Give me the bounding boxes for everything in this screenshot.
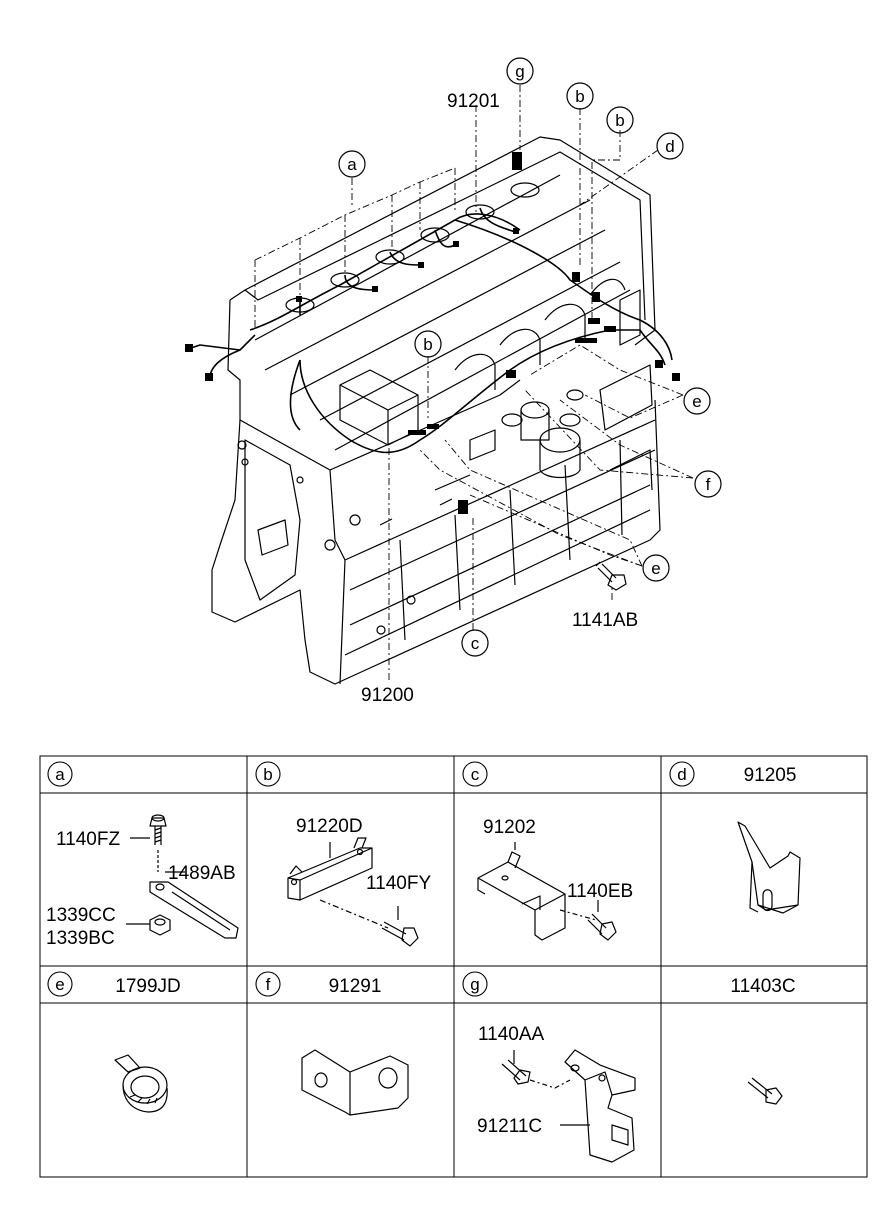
clip-91205-drawing	[737, 821, 801, 914]
legend-title-11403c: 11403C	[730, 976, 795, 997]
legend-table	[39, 755, 868, 1178]
label-91220d: 91220D	[296, 816, 363, 837]
label-91202: 91202	[483, 817, 536, 838]
legend-letter-b: b	[263, 765, 272, 784]
callout-f: f	[706, 475, 711, 494]
bolt-1141ab	[595, 561, 627, 591]
bracket-91220d-drawing	[287, 837, 389, 929]
bolt-1140fz-drawing	[130, 814, 167, 872]
callout-a: a	[347, 155, 357, 174]
engine-block	[211, 136, 661, 685]
callout-b-middle: b	[423, 335, 432, 354]
bracket-91291-drawing	[301, 1049, 409, 1116]
band-clamp-1799jd-drawing	[114, 1054, 168, 1113]
callout-e-upper: e	[692, 392, 701, 411]
part-number-1141ab: 1141AB	[572, 610, 638, 631]
legend-letter-f: f	[266, 975, 271, 994]
callout-c: c	[471, 634, 480, 653]
legend-title-f: 91291	[329, 976, 382, 997]
harness-connectors	[185, 152, 680, 514]
label-1339bc: 1339BC	[46, 928, 115, 949]
legend-letter-g: g	[470, 975, 479, 994]
clip-91211c-drawing	[560, 1049, 636, 1163]
part-number-91200: 91200	[361, 685, 414, 706]
label-1140aa: 1140AA	[478, 1024, 545, 1045]
callout-b-top-1: b	[575, 87, 584, 106]
legend-title-d: 91205	[744, 765, 797, 786]
bolt-1140eb-drawing	[587, 900, 617, 941]
label-1339cc: 1339CC	[46, 905, 116, 926]
legend-letter-c: c	[471, 765, 480, 784]
callout-b-top-2: b	[615, 111, 624, 130]
part-number-91201: 91201	[447, 91, 500, 112]
callout-g: g	[515, 62, 524, 81]
nut-1339-drawing	[126, 914, 171, 936]
label-1140eb: 1140EB	[567, 881, 633, 902]
legend-letter-d: d	[677, 765, 686, 784]
legend-title-e: 1799JD	[115, 976, 181, 997]
label-91211c: 91211C	[477, 1116, 542, 1137]
callout-d: d	[665, 137, 674, 156]
bolt-11403c-drawing	[747, 1077, 783, 1105]
legend-letter-a: a	[55, 765, 65, 784]
legend-letter-e: e	[55, 975, 64, 994]
bracket-91202-drawing	[477, 842, 597, 941]
bolt-1140aa-drawing	[501, 1050, 571, 1089]
strap-1489ab-drawing	[149, 871, 239, 939]
label-1140fy: 1140FY	[366, 873, 431, 894]
bolt-1140fy-drawing	[381, 906, 419, 947]
leader-lines	[254, 85, 694, 680]
label-1489ab: 1489AB	[168, 863, 236, 884]
callout-e-lower: e	[651, 559, 660, 578]
label-1140fz: 1140FZ	[56, 829, 120, 850]
wiring-harness	[184, 207, 673, 454]
